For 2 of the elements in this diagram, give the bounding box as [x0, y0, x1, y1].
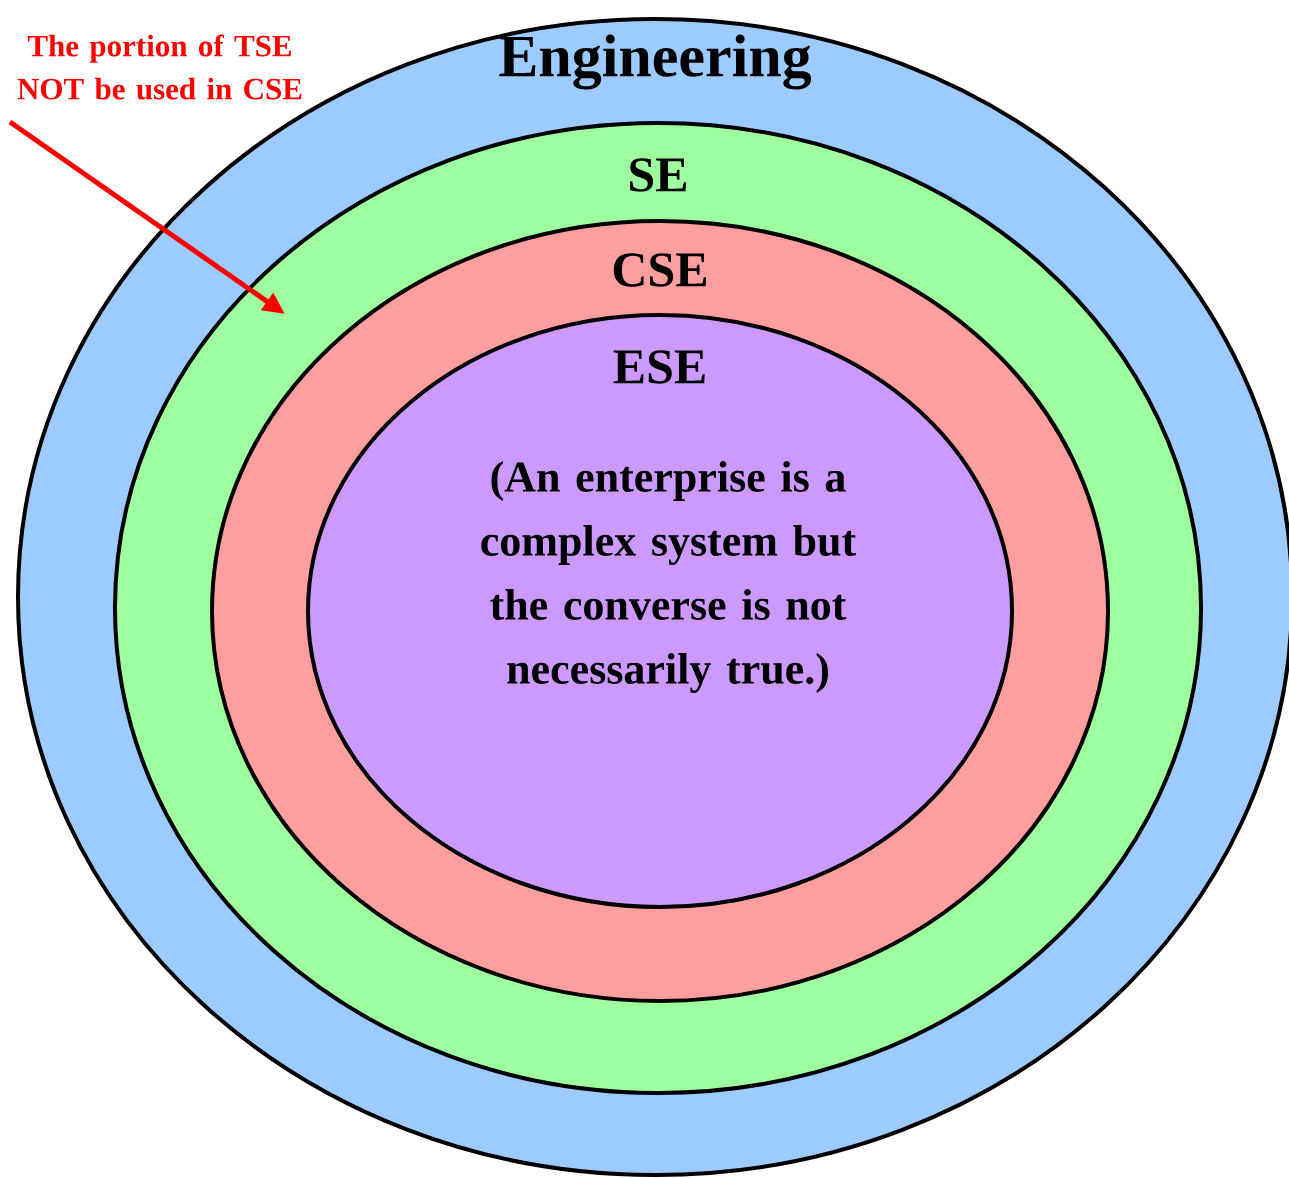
- ellipse-region: ESE (An enterprise is a complex system but the converse is not necessarily true.): [306, 313, 1014, 909]
- callout-text: The portion of TSE NOT be used in CSE: [17, 34, 302, 100]
